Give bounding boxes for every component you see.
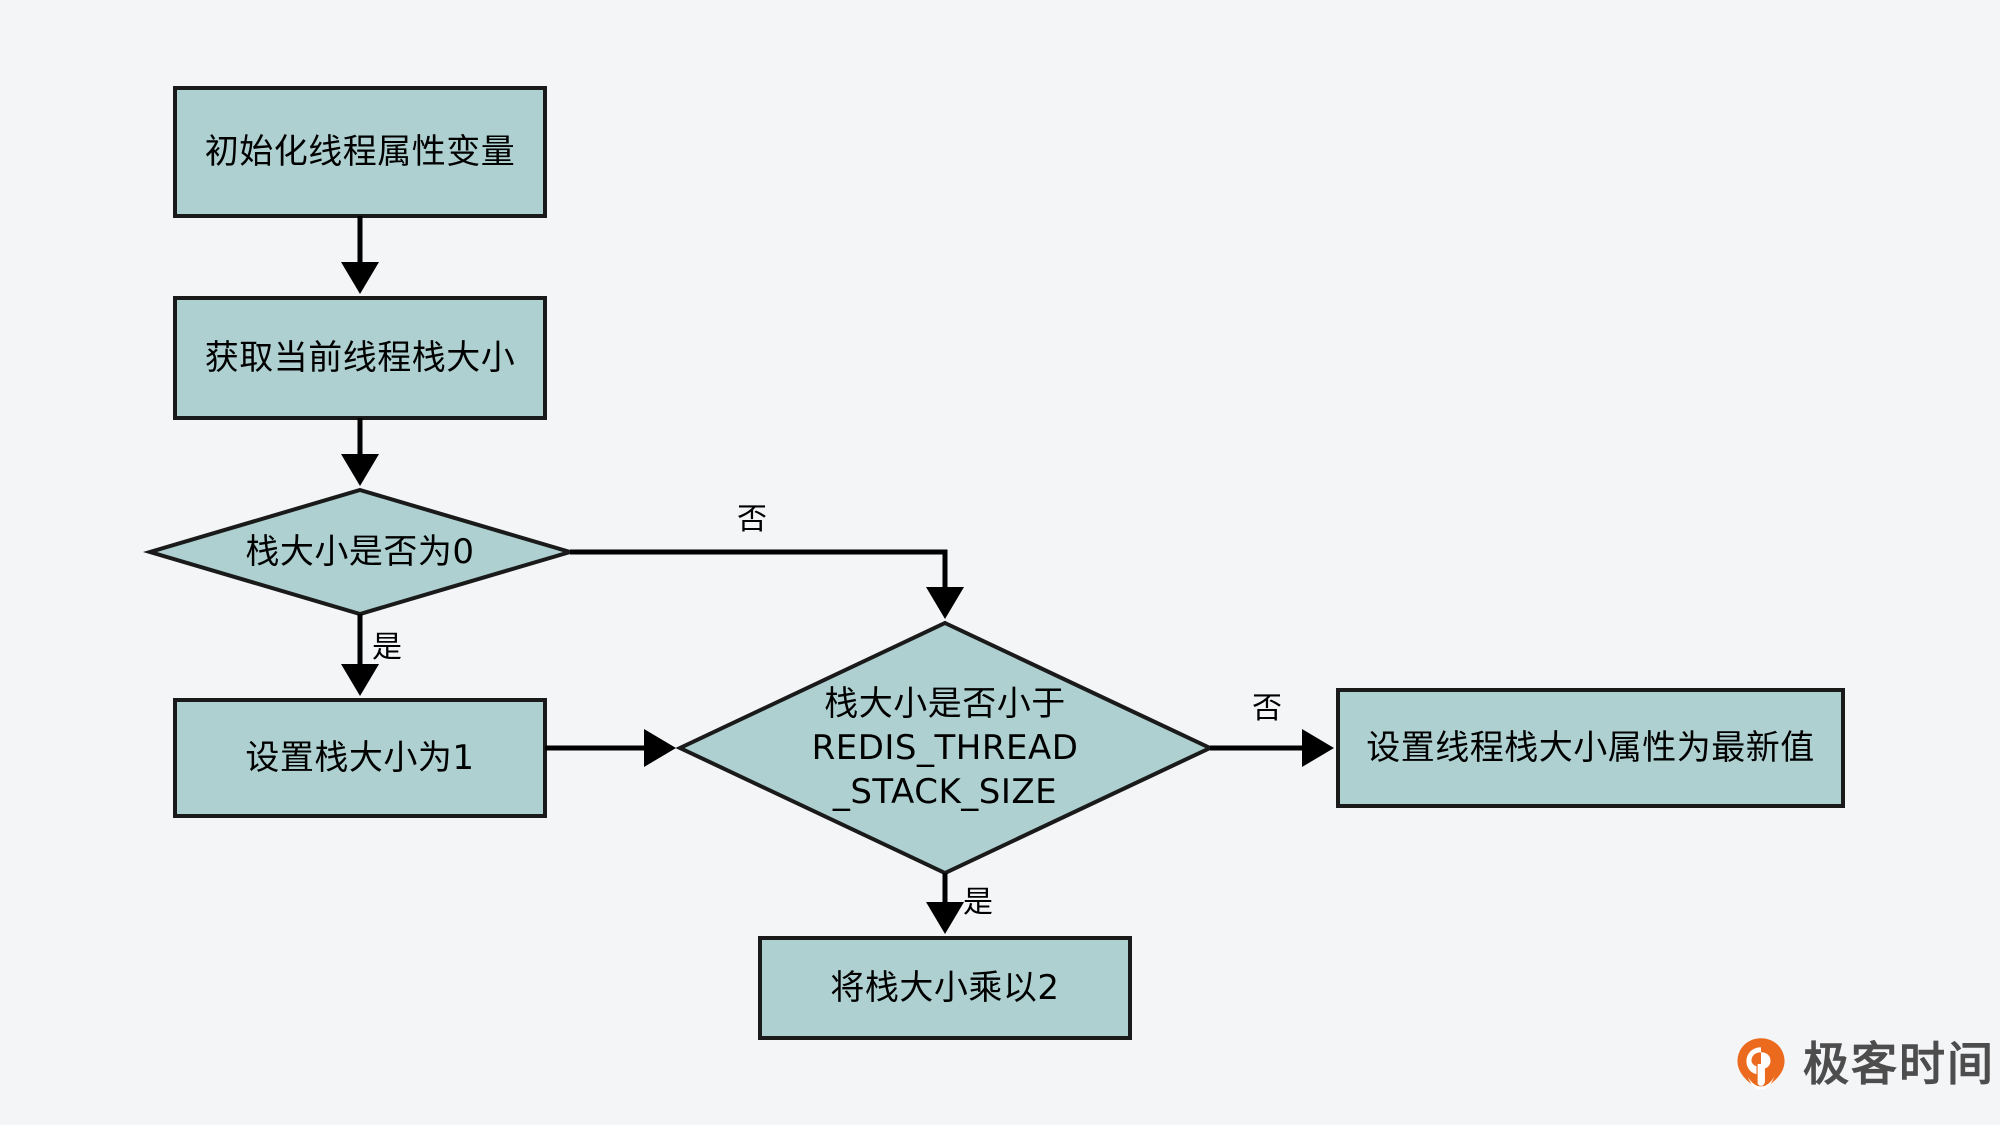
node-multiply-by-two-shape[interactable] (758, 936, 1132, 1040)
brand-watermark: 极客时间 (1733, 1036, 1995, 1092)
geektime-logo-mark-icon (1737, 1038, 1785, 1090)
node-is-stack-zero-shape[interactable] (142, 487, 578, 617)
node-set-attr-latest-shape[interactable] (1336, 688, 1845, 808)
edge-zero-no (570, 549, 964, 620)
brand-name-label: 极客时间 (1803, 1037, 1995, 1091)
node-init-thread-attr-shape[interactable] (173, 86, 547, 218)
edge-lines (340, 216, 1335, 935)
node-get-stack-size-shape[interactable] (173, 296, 547, 420)
node-shapes (142, 86, 1845, 1040)
node-set-stack-one-shape[interactable] (173, 698, 547, 818)
node-is-less-than-const-shape[interactable] (675, 620, 1215, 876)
